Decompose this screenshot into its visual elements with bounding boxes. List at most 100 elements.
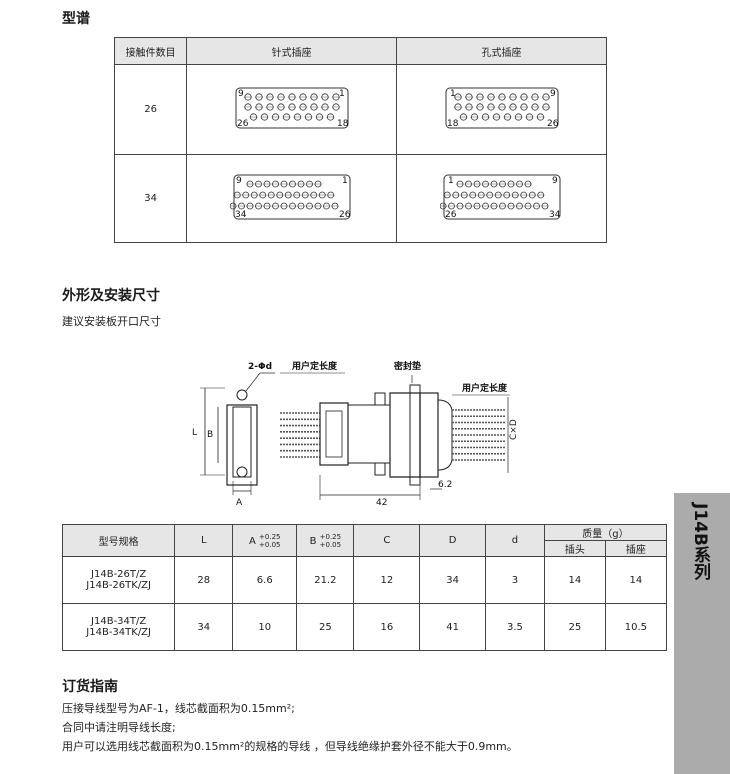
socket-face-26-contacts [453,93,550,121]
header-D: D [419,524,486,557]
order-line-1: 压接导线型号为AF-1，线芯截面积为0.15mm²; [62,702,295,715]
header-L: L [174,524,234,557]
cell-L: 34 [174,603,234,651]
cell-B: 25 [296,603,355,651]
cell-d: 3.5 [484,603,545,651]
spec-table: 型号规格 L A +0.25+0.05 B +0.25+0.05 C D d 质… [61,524,668,651]
pin-face-26-contacts [243,93,340,121]
sock26-label-tr: 9 [550,89,556,99]
contact-count-26: 26 [113,64,188,155]
outline-drawing: L B A 2-Φd 用户定长度 密封垫 用户定长度 C×D 42 6.2 [192,360,519,508]
cell-D: 34 [419,556,486,604]
pin34-label-br: 26 [339,210,351,220]
header-B-tol-down: +0.05 [319,540,342,549]
pin26-label-br: 18 [337,119,349,129]
header-A-label: A [249,535,256,547]
cell-plug: 14 [543,556,606,604]
pin26-label-tr: 1 [339,89,345,99]
section-subtitle-panel-cutout: 建议安装板开口尺寸 [62,315,161,328]
cell-C: 16 [353,603,421,651]
cell-A: 10 [232,603,298,651]
header-A-tol-up: +0.25 [259,532,281,541]
sock26-label-br: 26 [547,119,559,129]
label-B: B [207,430,213,440]
label-6-2: 6.2 [438,480,452,490]
sock34-label-tr: 9 [552,176,558,186]
section-title-ordering-guide: 订货指南 [62,679,118,695]
header-B-label: B [309,535,317,547]
model-line-2: J14B-26TK/ZJ [86,580,151,591]
header-B-tolerance: +0.25+0.05 [320,533,341,549]
table-row: 34 9 1 34 26 1 9 26 34 [113,154,607,243]
pin34-label-tr: 1 [342,176,348,186]
cell-A: 6.6 [232,556,298,604]
model-line-2: J14B-34TK/ZJ [86,627,151,638]
cell-C: 12 [353,556,421,604]
series-sidebar-tab: J14B系列 [674,493,730,774]
socket-face-34-diagram: 1 9 26 34 [438,174,561,220]
cell-d: 3 [484,556,545,604]
label-user-length-1: 用户定长度 [291,360,338,372]
section-title-type-spectrum: 型谱 [62,11,90,27]
header-A: A +0.25+0.05 [232,524,298,557]
header-mass: 质量（g） [543,524,668,541]
header-A-tol-down: +0.05 [259,540,281,549]
pin34-label-bl: 34 [235,210,247,220]
header-C: C [353,524,421,557]
cell-B: 21.2 [296,556,355,604]
sock26-label-tl: 1 [450,89,456,99]
sock34-label-bl: 26 [445,210,457,220]
header-d: d [484,524,545,557]
label-CD: C×D [509,419,519,440]
panel-cutout [200,372,275,495]
label-A: A [236,498,243,508]
sock26-label-bl: 18 [447,119,459,129]
header-socket: 插座 [604,540,668,557]
header-hole-socket: 孔式插座 [396,37,607,65]
header-B-tol-up: +0.25 [319,532,342,541]
contact-count-34: 34 [113,154,188,243]
pin26-label-tl: 9 [238,89,244,99]
label-user-length-2: 用户定长度 [461,382,508,394]
plug-assembly [280,372,510,500]
pin-layout-table: 接触件数目 针式插座 孔式插座 26 9 1 26 18 1 9 18 26 [113,37,607,243]
order-line-2: 合同中请注明导线长度; [62,721,176,734]
socket-face-26: 1 9 18 26 [396,64,607,155]
cell-socket: 14 [604,556,668,604]
label-gasket: 密封垫 [393,360,421,372]
header-pin-socket: 针式插座 [186,37,398,65]
sock34-label-tl: 1 [448,176,454,186]
section-title-outline-dimensions: 外形及安装尺寸 [62,288,160,304]
cell-socket: 10.5 [604,603,668,651]
pin-face-34-diagram: 9 1 34 26 [228,174,351,220]
table-row: 26 9 1 26 18 1 9 18 26 [113,64,607,155]
series-sidebar-label: J14B系列 [690,503,710,580]
cell-L: 28 [174,556,234,604]
socket-face-26-diagram: 1 9 18 26 [445,87,559,129]
socket-face-34: 1 9 26 34 [396,154,607,243]
sock34-label-br: 34 [549,210,561,220]
cell-plug: 25 [543,603,606,651]
header-model: 型号规格 [61,524,176,557]
header-plug: 插头 [543,540,606,557]
model-line-1: J14B-34T/Z [91,616,147,627]
pin26-label-bl: 26 [237,119,249,129]
pin-face-34: 9 1 34 26 [186,154,398,243]
cell-D: 41 [419,603,486,651]
pin-face-34-contacts [228,180,339,210]
order-line-3: 用户可以选用线芯截面积为0.15mm²的规格的导线 ，但导线绝缘护套外径不能大于… [62,740,518,753]
pin-face-26: 9 1 26 18 [186,64,398,155]
header-B: B +0.25+0.05 [296,524,355,557]
pin34-label-tl: 9 [236,176,242,186]
socket-face-34-contacts [438,180,549,210]
header-A-tolerance: +0.25+0.05 [259,533,280,549]
pin-face-26-diagram: 9 1 26 18 [235,87,349,129]
model-line-1: J14B-26T/Z [91,569,147,580]
label-phi-d: 2-Φd [248,362,272,372]
label-L: L [192,428,197,438]
label-42: 42 [376,498,387,508]
